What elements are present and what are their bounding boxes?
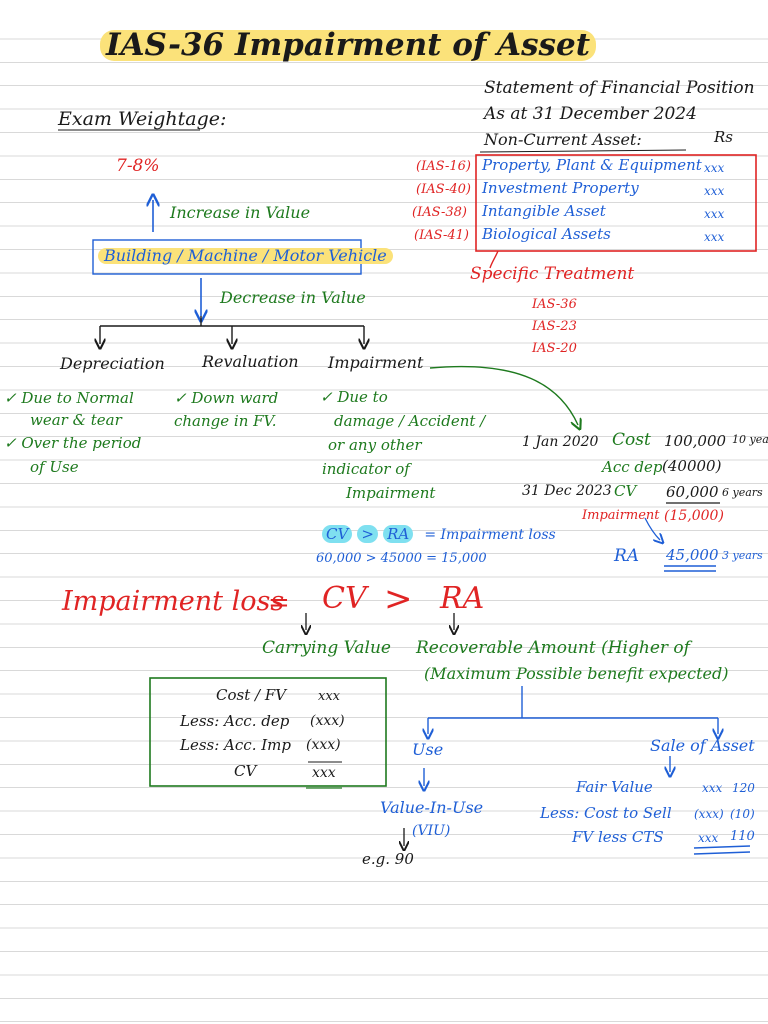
specific-ias-23: IAS-23	[532, 319, 577, 334]
example-date-2: 31 Dec 2023	[522, 483, 612, 499]
viu-example: e.g. 90	[362, 850, 414, 868]
revaluation-note-1: ✓ Down ward	[174, 389, 279, 407]
sofp-amount-1: xxx	[704, 161, 725, 175]
fv-row-num-1: 120	[732, 781, 755, 795]
increase-in-value-label: Increase in Value	[170, 203, 311, 222]
recoverable-amount-label: Recoverable Amount (Higher of	[416, 638, 690, 658]
specific-treatment-label: Specific Treatment	[470, 264, 635, 284]
sofp-ref-2: (IAS-40)	[416, 182, 471, 197]
cv-row-value-3: (xxx)	[306, 737, 341, 753]
depreciation-note-3: ✓ Over the period	[4, 434, 142, 452]
example-acc-value: (40000)	[662, 457, 722, 475]
sofp-item-4: Biological Assets	[482, 225, 611, 243]
fv-row-label-1: Fair Value	[576, 778, 653, 796]
big-formula-lhs: Impairment loss	[62, 586, 285, 617]
example-date-1: 1 Jan 2020	[522, 434, 599, 450]
cv-row-value-2: (xxx)	[310, 713, 345, 729]
fv-row-value-3: xxx	[698, 831, 719, 845]
recoverable-amount-sub: (Maximum Possible benefit expected)	[424, 664, 729, 683]
sale-of-asset-label: Sale of Asset	[650, 736, 755, 755]
small-formula-eq: = Impairment loss	[424, 527, 556, 543]
impairment-note-4: indicator of	[322, 460, 410, 478]
fv-row-value-1: xxx	[702, 781, 723, 795]
sofp-date: As at 31 December 2024	[484, 104, 697, 124]
sofp-amount-3: xxx	[704, 207, 725, 221]
sofp-ref-4: (IAS-41)	[414, 228, 469, 243]
sofp-section: Non-Current Asset:	[484, 130, 642, 149]
big-formula-ra: RA	[440, 581, 485, 616]
sofp-amount-4: xxx	[704, 230, 725, 244]
example-impairment-label: Impairment	[582, 508, 660, 523]
small-formula-gt: >	[357, 525, 378, 543]
sofp-item-3: Intangible Asset	[482, 202, 606, 220]
example-ra-note: 3 years	[722, 549, 763, 562]
small-formula: CV > RA = Impairment loss	[322, 524, 556, 543]
example-cv-note: 6 years	[722, 486, 763, 499]
small-formula-cv: CV	[322, 525, 353, 543]
sofp-ref-1: (IAS-16)	[416, 159, 471, 174]
impairment-note-3: or any other	[328, 436, 422, 454]
specific-ias-36: IAS-36	[532, 297, 577, 312]
example-cost-note: 10 years	[732, 433, 768, 446]
example-cost-label: Cost	[612, 430, 651, 450]
impairment-note-5: Impairment	[346, 484, 436, 502]
cv-row-label-4: CV	[234, 762, 257, 780]
example-acc-label: Acc dep	[602, 458, 663, 476]
exam-weightage-label: Exam Weightage:	[58, 108, 227, 130]
big-formula-gt: >	[384, 579, 413, 619]
impairment-note-1: ✓ Due to	[320, 388, 388, 406]
example-cv-value: 60,000	[666, 483, 719, 501]
fv-row-num-3: 110	[730, 829, 755, 844]
specific-ias-20: IAS-20	[532, 341, 577, 356]
value-in-use-label: Value-In-Use	[380, 798, 484, 817]
example-cost-value: 100,000	[664, 432, 727, 450]
depreciation-note-1: ✓ Due to Normal	[4, 389, 134, 407]
example-ra-label: RA	[614, 546, 640, 566]
small-formula-calc: 60,000 > 45000 = 15,000	[316, 551, 487, 566]
big-formula-eq: =	[268, 588, 290, 618]
depreciation-heading: Depreciation	[60, 354, 165, 373]
viu-abbr: (VIU)	[412, 823, 451, 839]
sofp-title: Statement of Financial Position	[484, 78, 755, 98]
page-title: IAS-36 Impairment of Asset	[100, 30, 597, 61]
sofp-ref-3: (IAS-38)	[412, 205, 467, 220]
cv-row-label-2: Less: Acc. dep	[180, 712, 290, 730]
asset-types-label: Building / Machine / Motor Vehicle	[98, 248, 393, 264]
small-formula-ra: RA	[383, 525, 414, 543]
fv-row-value-2: (xxx)	[694, 807, 724, 821]
cv-row-label-3: Less: Acc. Imp	[180, 736, 291, 754]
revaluation-note-2: change in FV.	[174, 412, 277, 430]
exam-weightage-value: 7-8%	[116, 156, 160, 176]
impairment-note-2: damage / Accident /	[334, 412, 486, 430]
depreciation-note-4: of Use	[30, 458, 79, 476]
cv-row-value-1: xxx	[318, 689, 340, 704]
cv-row-label-1: Cost / FV	[216, 686, 287, 704]
sofp-currency: Rs	[714, 128, 733, 146]
use-label: Use	[412, 740, 444, 759]
sofp-amount-2: xxx	[704, 184, 725, 198]
example-ra-value: 45,000	[666, 546, 719, 564]
example-impairment-value: (15,000)	[664, 508, 724, 524]
impairment-heading: Impairment	[328, 353, 424, 372]
fv-row-label-3: FV less CTS	[572, 828, 664, 846]
sofp-item-2: Investment Property	[482, 179, 639, 197]
big-formula-cv: CV	[322, 581, 367, 616]
revaluation-heading: Revaluation	[202, 352, 299, 371]
fv-row-num-2: (10)	[730, 807, 755, 821]
example-cv-label: CV	[614, 482, 637, 500]
depreciation-note-2: wear & tear	[30, 411, 122, 429]
sofp-item-1: Property, Plant & Equipment	[482, 156, 702, 174]
cv-row-value-4: xxx	[312, 765, 336, 781]
carrying-value-label: Carrying Value	[262, 638, 391, 658]
decrease-in-value-label: Decrease in Value	[220, 288, 366, 307]
fv-row-label-2: Less: Cost to Sell	[540, 804, 672, 822]
